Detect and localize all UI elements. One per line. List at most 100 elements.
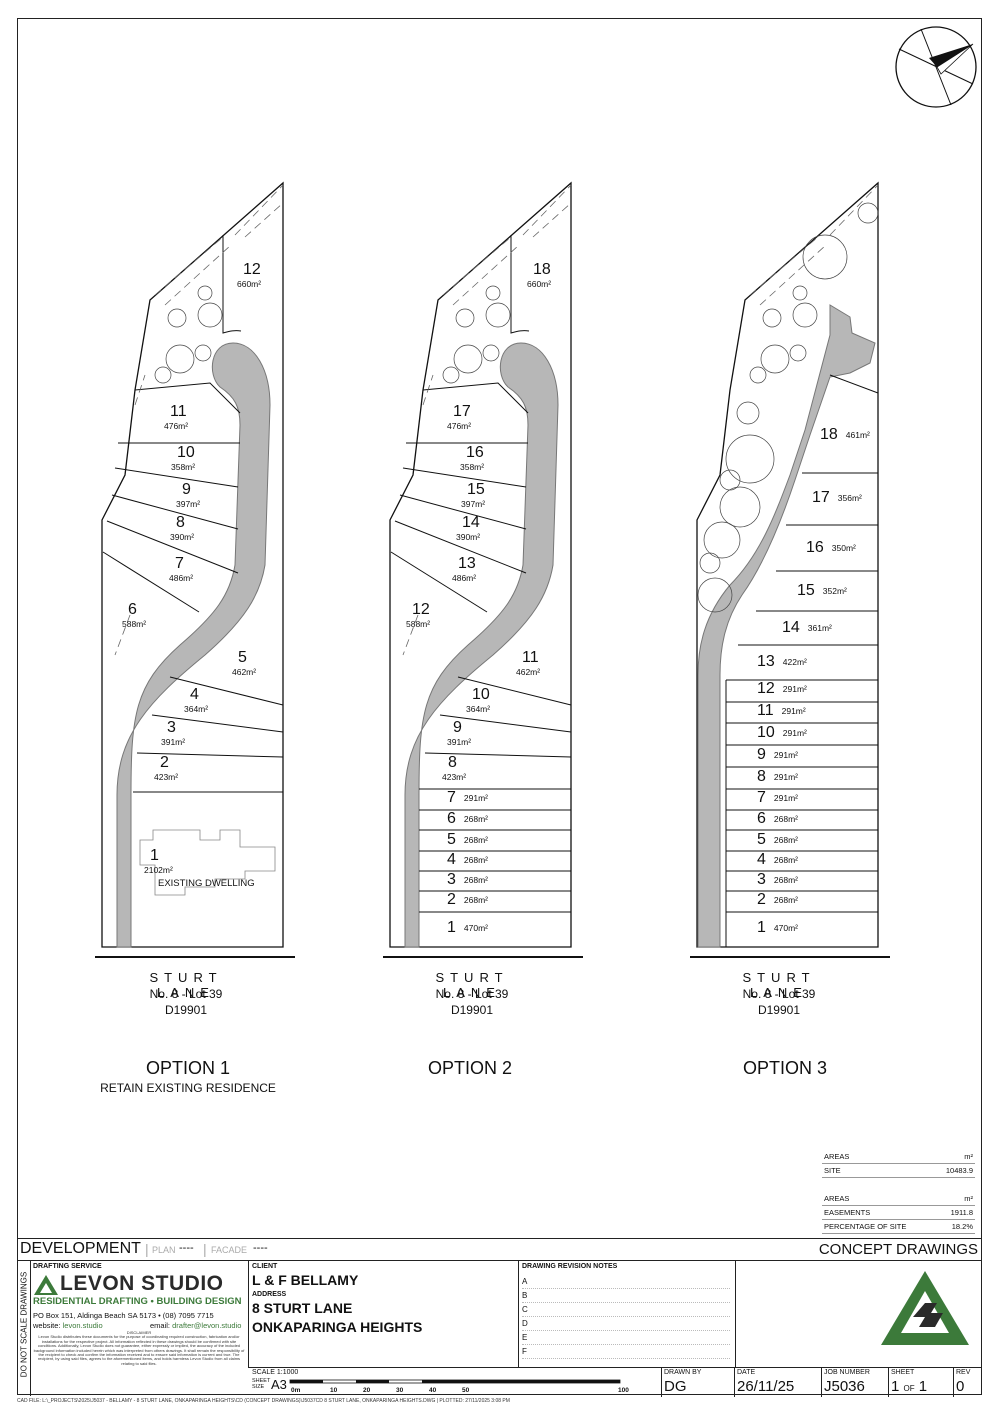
option-2-plan <box>383 181 583 958</box>
lot-number: 2 <box>757 891 766 908</box>
lot-area: 476m² <box>164 421 189 431</box>
lot-area: 397m² <box>461 499 486 509</box>
lot-area: 350m² <box>831 542 856 553</box>
lot-area: 268m² <box>773 813 798 824</box>
lot-number: 15 <box>467 481 485 498</box>
option-3-plan <box>690 181 890 958</box>
street-name-2: STURT LANE <box>435 970 509 1000</box>
sheet-label: SHEET <box>891 1369 915 1376</box>
lot-area: 356m² <box>837 492 862 503</box>
lot-area: 268m² <box>463 854 488 865</box>
job-number-label: JOB NUMBER <box>824 1369 870 1376</box>
lot-area: 358m² <box>171 462 196 472</box>
studio-tagline: RESIDENTIAL DRAFTING • BUILDING DESIGN <box>33 1296 242 1307</box>
studio-name: LEVON STUDIO <box>60 1272 224 1295</box>
lot-number: 12 <box>243 261 261 278</box>
deposit-plan-2: D19901 <box>450 1003 494 1017</box>
title-block: DEVELOPMENT | PLAN ---- | FACADE ---- CO… <box>17 1238 982 1397</box>
lot-area: 390m² <box>456 532 481 542</box>
lot-number: 13 <box>757 653 775 670</box>
lot-area: 461m² <box>845 429 870 440</box>
scale-tick-label: 30 <box>396 1387 404 1394</box>
rev-value: 0 <box>956 1378 965 1395</box>
studio-panel: DRAFTING SERVICE LEVON STUDIO RESIDENTIA… <box>30 1260 249 1367</box>
lot-number: 5 <box>757 831 766 848</box>
site-value: 10483.9 <box>945 1166 973 1175</box>
lot-number: 3 <box>167 719 176 736</box>
scale-label: SCALE 1:1000 <box>252 1369 299 1376</box>
lot-area: 361m² <box>807 622 832 633</box>
lot-number: 4 <box>190 686 199 703</box>
plan-value: ---- <box>179 1242 194 1254</box>
drawn-by-label: DRAWN BY <box>664 1369 702 1376</box>
drawn-by-cell: DRAWN BY DG <box>661 1368 735 1397</box>
address-line-1: 8 STURT LANE <box>252 1300 353 1316</box>
lot-area: 358m² <box>460 462 485 472</box>
lot-area: 423m² <box>154 772 179 782</box>
revision-row: A <box>522 1275 730 1289</box>
lot-area: 291m² <box>773 749 798 760</box>
deposit-plan-1: D19901 <box>164 1003 208 1017</box>
street-name-1: STURT LANE <box>149 970 223 1000</box>
address-line-2: ONKAPARINGA HEIGHTS <box>252 1319 423 1335</box>
lot-number: 10 <box>472 686 490 703</box>
lot-area: 268m² <box>773 874 798 885</box>
lot-number: 7 <box>757 789 766 806</box>
sheet-size-label: SHEET SIZE <box>252 1378 271 1390</box>
lot-number: 3 <box>447 871 456 888</box>
job-number-value: J5036 <box>824 1378 865 1395</box>
lot-area: 660m² <box>237 279 262 289</box>
lot-number: 1 <box>757 919 766 936</box>
existing-dwelling-label: EXISTING DWELLING <box>158 878 255 889</box>
lot-area: 470m² <box>463 922 488 933</box>
lot-number: 12 <box>757 680 775 697</box>
lot-number: 8 <box>176 514 185 531</box>
website-link[interactable]: levon.studio <box>62 1321 103 1330</box>
client-name: L & F BELLAMY <box>252 1272 359 1288</box>
lot-number: 14 <box>782 619 800 636</box>
lot-area: 423m² <box>442 772 467 782</box>
revision-row: C <box>522 1303 730 1317</box>
lot-number: 10 <box>757 724 775 741</box>
lot-area: 291m² <box>463 792 488 803</box>
deposit-plan-3: D19901 <box>757 1003 801 1017</box>
email-link[interactable]: drafter@levon.studio <box>172 1321 242 1330</box>
levon-logo-small-icon <box>34 1275 58 1295</box>
lot-number: 13 <box>458 555 476 572</box>
scale-tick-label: 10 <box>330 1387 338 1394</box>
easements-value: 1911.8 <box>950 1208 973 1217</box>
option-2-title: OPTION 2 <box>427 1058 512 1078</box>
sheet-total: 1 <box>918 1378 928 1395</box>
option-3-title: OPTION 3 <box>742 1058 827 1078</box>
lot-number: 16 <box>466 444 484 461</box>
lot-area: 470m² <box>773 922 798 933</box>
lot-number: 14 <box>462 514 480 531</box>
sheet-size-value: A3 <box>271 1377 287 1392</box>
lot-number: 16 <box>806 539 824 556</box>
option-1-subtitle: RETAIN EXISTING RESIDENCE <box>100 1081 276 1095</box>
lot-number: 4 <box>757 851 766 868</box>
client-label: CLIENT <box>252 1263 278 1270</box>
lot-area: 462m² <box>232 667 257 677</box>
lot-area: 462m² <box>516 667 541 677</box>
job-number-cell: JOB NUMBER J5036 <box>821 1368 889 1397</box>
